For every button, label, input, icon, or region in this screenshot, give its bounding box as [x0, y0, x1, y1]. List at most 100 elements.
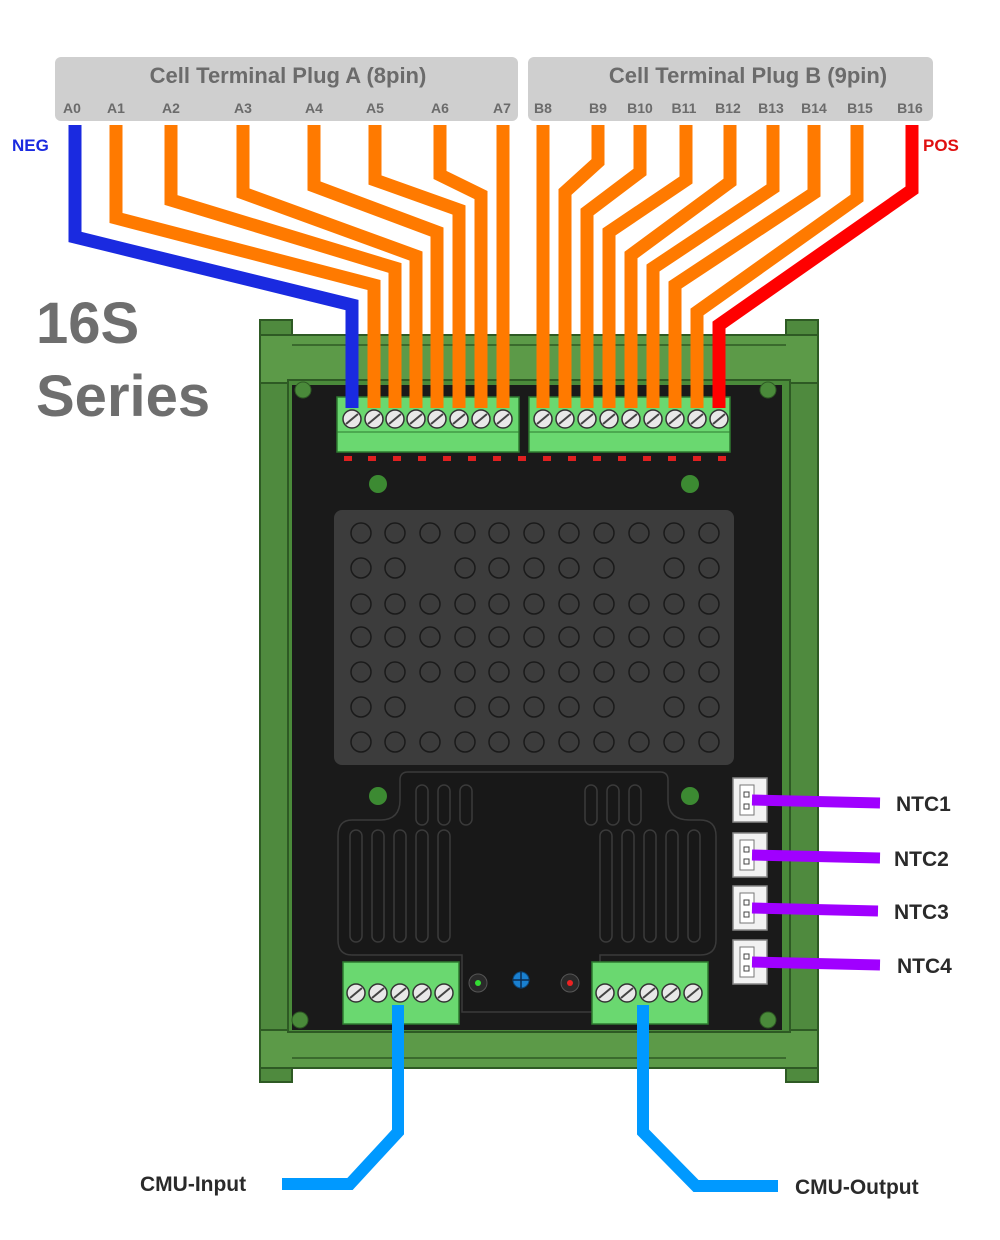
pin-label-a5: A5	[366, 100, 384, 116]
vent-hole	[593, 661, 615, 683]
vent-hole	[454, 731, 476, 753]
vent-hole	[558, 557, 580, 579]
plug-b-screw	[533, 409, 553, 429]
led-indicator	[693, 456, 701, 461]
pin-label-a7: A7	[493, 100, 511, 116]
vent-hole	[523, 731, 545, 753]
vent-hole	[698, 593, 720, 615]
pin-label-b11: B11	[672, 100, 697, 116]
vent-hole	[628, 593, 650, 615]
cell-wire-a3	[236, 125, 423, 408]
vent-hole	[419, 661, 441, 683]
led-indicator	[493, 456, 501, 461]
cmu-output-screw	[661, 983, 681, 1003]
cmu-input-wire	[282, 1005, 404, 1190]
cell-wire-b9	[558, 125, 605, 408]
vent-hole	[523, 593, 545, 615]
led-indicator	[568, 456, 576, 461]
vent-hole	[384, 731, 406, 753]
vent-hole	[698, 661, 720, 683]
vent-hole	[663, 522, 685, 544]
led-indicator	[468, 456, 476, 461]
vent-hole	[350, 557, 372, 579]
neg-wire	[68, 125, 359, 408]
vent-hole	[419, 626, 441, 648]
vent-hole	[488, 661, 510, 683]
plug-a-screw	[427, 409, 447, 429]
plug-b-screw	[577, 409, 597, 429]
plug-b-screw	[665, 409, 685, 429]
cmu-output-label: CMU-Output	[795, 1176, 919, 1199]
ntc-label-3: NTC3	[894, 901, 949, 924]
vent-hole	[350, 593, 372, 615]
cell-wire-a2	[164, 125, 402, 408]
series-title-line-1: 16S	[36, 291, 139, 356]
vent-hole	[454, 626, 476, 648]
vent-hole	[488, 696, 510, 718]
vent-hole	[384, 522, 406, 544]
vent-hole	[384, 661, 406, 683]
pin-label-a1: A1	[107, 100, 125, 116]
cmu-input-screw	[368, 983, 388, 1003]
cell-wire-b13	[646, 125, 780, 408]
pin-label-a3: A3	[234, 100, 252, 116]
vent-hole	[593, 626, 615, 648]
vent-hole	[628, 626, 650, 648]
plug-a-screw	[471, 409, 491, 429]
led-indicator	[344, 456, 352, 461]
vent-hole	[384, 696, 406, 718]
neg-label: NEG	[12, 136, 49, 155]
led-indicator	[368, 456, 376, 461]
cmu-output-screw	[683, 983, 703, 1003]
vent-hole	[384, 626, 406, 648]
cell-wire-a4	[307, 125, 444, 408]
vent-hole	[593, 593, 615, 615]
terminal-block-a	[336, 396, 520, 453]
vent-hole	[558, 593, 580, 615]
vent-hole	[698, 731, 720, 753]
plug-a-screw	[406, 409, 426, 429]
wires	[68, 125, 919, 1192]
cell-wire-a1	[109, 125, 381, 408]
plug-a-title: Cell Terminal Plug A (8pin)	[150, 63, 427, 88]
vent-hole	[454, 557, 476, 579]
plug-b-screw	[599, 409, 619, 429]
vent-hole	[523, 626, 545, 648]
cell-wire-a6	[433, 125, 488, 408]
cmu-output-wire	[637, 1005, 778, 1192]
cmu-input-label: CMU-Input	[140, 1173, 246, 1196]
ntc-label-1: NTC1	[896, 793, 951, 816]
plug-b-screw	[687, 409, 707, 429]
vent-hole	[593, 731, 615, 753]
vent-hole	[558, 696, 580, 718]
vent-hole	[698, 557, 720, 579]
pin-label-a2: A2	[162, 100, 180, 116]
cmu-output-terminal-block	[591, 961, 709, 1025]
cmu-input-screw	[434, 983, 454, 1003]
plug-b-screw	[555, 409, 575, 429]
cell-wire-b10	[580, 125, 647, 408]
vent-hole	[593, 696, 615, 718]
vent-hole	[488, 626, 510, 648]
vent-hole	[523, 696, 545, 718]
cmu-input-screw	[412, 983, 432, 1003]
cell-wire-b15	[690, 125, 864, 408]
vent-hole	[663, 731, 685, 753]
plug-a-screw	[493, 409, 513, 429]
vent-hole	[350, 626, 372, 648]
ntc-wire-3	[751, 902, 879, 917]
led-indicator	[418, 456, 426, 461]
plug-a-screw	[342, 409, 362, 429]
pin-label-a6: A6	[431, 100, 449, 116]
vent-hole	[663, 696, 685, 718]
vent-hole	[384, 593, 406, 615]
heatsink	[337, 771, 717, 1013]
vent-hole	[454, 522, 476, 544]
ntc-label-4: NTC4	[897, 955, 952, 978]
pin-label-b13: B13	[758, 100, 784, 116]
pin-label-b8: B8	[534, 100, 552, 116]
plug-a-screw	[385, 409, 405, 429]
